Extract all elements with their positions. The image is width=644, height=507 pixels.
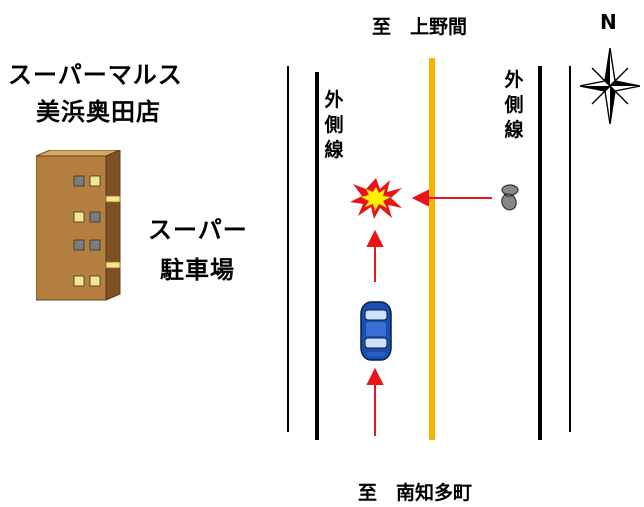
compass-north-label: N (600, 10, 617, 34)
parking-label-line2: 駐車場 (160, 255, 235, 284)
direction-south-label: 至 南知多町 (358, 482, 473, 504)
lane-label-right-char: 線 (504, 119, 524, 141)
building-icon (36, 150, 121, 301)
lane-label-left: 外 側 線 (323, 88, 345, 163)
lane-label-left-char: 側 (324, 114, 344, 136)
direction-north-label: 至 上野間 (372, 16, 468, 38)
store-name-line1: スーパーマルス (8, 60, 183, 89)
lane-label-right-char: 側 (504, 94, 524, 116)
parking-label-line1: スーパー (148, 215, 248, 244)
store-name-line2: 美浜奥田店 (36, 97, 161, 126)
lane-label-right: 外 側 線 (503, 68, 525, 143)
lane-label-left-char: 外 (324, 89, 344, 111)
collision-icon (350, 178, 402, 219)
car-icon (360, 301, 392, 361)
lane-label-right-char: 外 (504, 69, 524, 91)
lane-label-left-char: 線 (324, 139, 344, 161)
compass-rose-icon (580, 48, 640, 124)
pedestrian-icon (501, 184, 519, 211)
